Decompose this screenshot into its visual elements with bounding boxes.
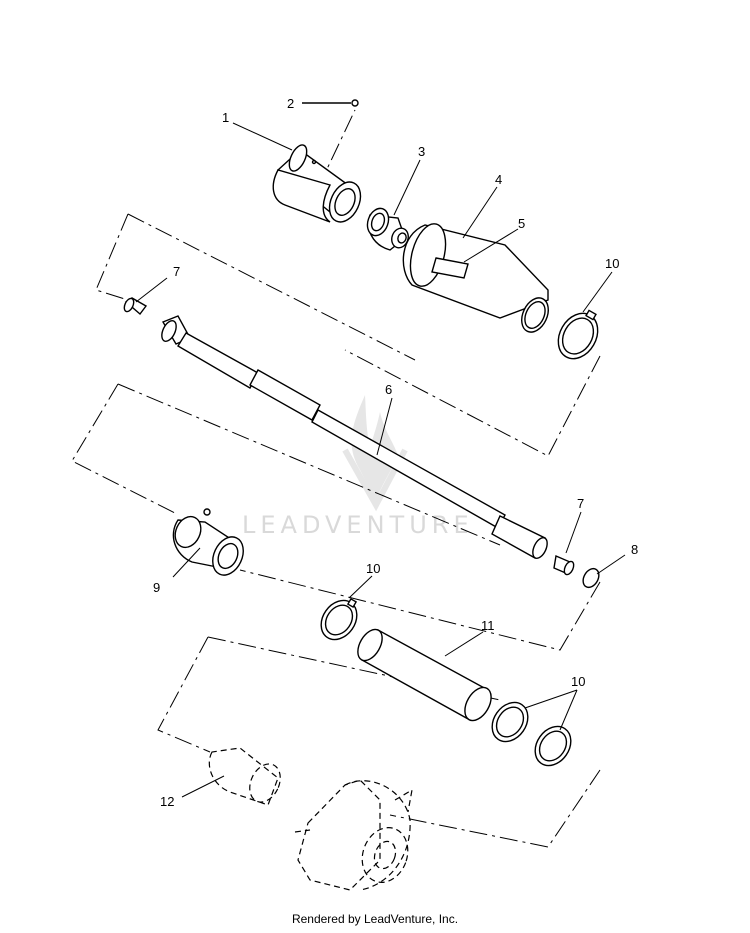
callout-12: 12 [160, 794, 174, 809]
part-10-hose-clamp-middle [320, 597, 358, 641]
callout-3: 3 [418, 144, 425, 159]
callout-5: 5 [518, 216, 525, 231]
callout-11: 11 [481, 618, 495, 633]
callout-10-middle: 10 [366, 561, 380, 576]
part-1-sleeve [272, 144, 362, 223]
part-10-hose-clamp-lower-2 [534, 725, 572, 767]
callout-1: 1 [222, 110, 229, 125]
callout-6: 6 [385, 382, 392, 397]
part-9-bearing-coupler [172, 508, 244, 576]
part-10-hose-clamp-upper [557, 309, 599, 360]
part-4-housing [402, 223, 549, 333]
callout-7-upper: 7 [173, 264, 180, 279]
callout-9: 9 [153, 580, 160, 595]
watermark-text: LEADVENTURE [242, 511, 474, 539]
part-8-o-ring [582, 567, 600, 589]
part-2-set-screw [302, 99, 359, 107]
callout-2: 2 [287, 96, 294, 111]
leadventure-watermark: LEADVENTURE [242, 395, 474, 539]
callout-10-upper: 10 [605, 256, 619, 271]
part-10-hose-clamp-lower-1 [491, 701, 529, 743]
callout-labels: 1 2 3 4 5 7 10 6 7 8 9 10 11 10 12 [153, 96, 638, 809]
part-11-boot-tube [357, 628, 492, 722]
part-7-bushing-upper [123, 297, 148, 316]
part-6-drive-shaft [161, 315, 548, 559]
callout-leaders [135, 122, 626, 798]
reference-gearcase-outline [294, 779, 413, 891]
callout-7-lower: 7 [577, 496, 584, 511]
part-5-decal [431, 257, 469, 279]
part-7-bushing-lower [553, 555, 575, 576]
part-3-coupler [366, 207, 409, 251]
footer-credit: Rendered by LeadVenture, Inc. [291, 912, 459, 926]
callout-4: 4 [495, 172, 502, 187]
callout-10-lower: 10 [571, 674, 585, 689]
callout-8: 8 [631, 542, 638, 557]
